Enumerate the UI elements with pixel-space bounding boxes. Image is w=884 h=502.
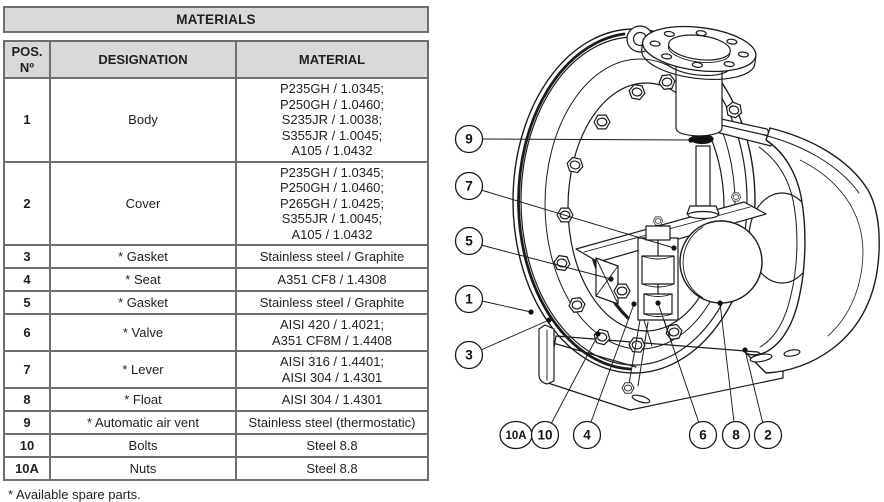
- mounting-bracket-leg: [538, 324, 651, 404]
- leader-lines: [480, 137, 764, 425]
- designation-cell: * Automatic air vent: [49, 410, 237, 435]
- material-cell: Steel 8.8: [235, 456, 429, 481]
- callout-8: 8: [721, 420, 751, 450]
- pos-cell: 1: [3, 77, 51, 163]
- table-header-row: POS. Nº DESIGNATION MATERIAL: [3, 40, 429, 79]
- callout-3: 3: [454, 340, 484, 370]
- callout-10A: 10A: [499, 420, 533, 450]
- table-row: 10A Nuts Steel 8.8: [3, 456, 429, 481]
- material-cell: AISI 304 / 1.4301: [235, 387, 429, 412]
- designation-cell: * Float: [49, 387, 237, 412]
- material-cell: AISI 420 / 1.4021; A351 CF8M / 1.4408: [235, 313, 429, 352]
- callout-9: 9: [454, 124, 484, 154]
- flange-bolt-holes: [649, 30, 749, 68]
- table-row: 2 Cover P235GH / 1.0345; P250GH / 1.0460…: [3, 160, 429, 246]
- table-row: 1 Body P235GH / 1.0345; P250GH / 1.0460;…: [3, 77, 429, 163]
- svg-text:2: 2: [764, 428, 772, 443]
- svg-text:5: 5: [465, 234, 473, 249]
- designation-cell: * Gasket: [49, 244, 237, 269]
- svg-text:1: 1: [465, 292, 473, 307]
- inlet-flange: [641, 25, 757, 80]
- table-row: 10 Bolts Steel 8.8: [3, 433, 429, 458]
- svg-text:10A: 10A: [505, 430, 526, 442]
- material-cell: Stainless steel / Graphite: [235, 290, 429, 315]
- svg-text:7: 7: [465, 179, 473, 194]
- designation-cell: Bolts: [49, 433, 237, 458]
- bracket-foot-pads: [749, 349, 801, 363]
- designation-cell: * Seat: [49, 267, 237, 292]
- svg-text:8: 8: [732, 428, 740, 443]
- material-cell: Steel 8.8: [235, 433, 429, 458]
- table-row: 6 * Valve AISI 420 / 1.4021; A351 CF8M /…: [3, 313, 429, 352]
- table-row: 7 * Lever AISI 316 / 1.4401; AISI 304 / …: [3, 350, 429, 389]
- air-vent-tube: [686, 145, 720, 220]
- pos-cell: 2: [3, 160, 51, 246]
- designation-cell: * Gasket: [49, 290, 237, 315]
- svg-text:9: 9: [465, 132, 473, 147]
- pos-cell: 6: [3, 313, 51, 352]
- pos-cell: 10: [3, 433, 51, 458]
- materials-table: POS. Nº DESIGNATION MATERIAL 1 Body P235…: [3, 40, 429, 481]
- callout-7: 7: [454, 171, 484, 201]
- designation-cell: Body: [49, 77, 237, 163]
- pos-cell: 4: [3, 267, 51, 292]
- table-row: 4 * Seat A351 CF8 / 1.4308: [3, 267, 429, 292]
- svg-text:10: 10: [537, 428, 552, 443]
- pos-cell: 3: [3, 244, 51, 269]
- pos-cell: 7: [3, 350, 51, 389]
- designation-cell: * Lever: [49, 350, 237, 389]
- callout-10: 10: [530, 420, 560, 450]
- float-ball: [679, 220, 763, 304]
- pos-cell: 8: [3, 387, 51, 412]
- material-cell: AISI 316 / 1.4401; AISI 304 / 1.4301: [235, 350, 429, 389]
- callout-6: 6: [688, 420, 718, 450]
- materials-title: MATERIALS: [3, 6, 429, 33]
- table-row: 9 * Automatic air vent Stainless steel (…: [3, 410, 429, 435]
- callout-1: 1: [454, 284, 484, 314]
- callout-2: 2: [753, 420, 783, 450]
- svg-text:4: 4: [583, 428, 591, 443]
- materials-panel: MATERIALS POS. Nº DESIGNATION MATERIAL 1…: [3, 6, 429, 502]
- material-cell: P235GH / 1.0345; P250GH / 1.0460; P265GH…: [235, 160, 429, 246]
- designation-cell: Cover: [49, 160, 237, 246]
- col-header-designation: DESIGNATION: [49, 40, 237, 79]
- material-cell: Stainless steel (thermostatic): [235, 410, 429, 435]
- callout-4: 4: [572, 420, 602, 450]
- pos-cell: 10A: [3, 456, 51, 481]
- material-cell: Stainless steel / Graphite: [235, 244, 429, 269]
- table-row: 3 * Gasket Stainless steel / Graphite: [3, 244, 429, 269]
- col-header-pos: POS. Nº: [3, 40, 51, 79]
- pos-cell: 5: [3, 290, 51, 315]
- body-shell: [743, 127, 880, 374]
- table-row: 5 * Gasket Stainless steel / Graphite: [3, 290, 429, 315]
- designation-cell: Nuts: [49, 456, 237, 481]
- callout-5: 5: [454, 226, 484, 256]
- flange-neck: [675, 61, 723, 137]
- svg-text:3: 3: [465, 348, 473, 363]
- table-row: 8 * Float AISI 304 / 1.4301: [3, 387, 429, 412]
- material-cell: P235GH / 1.0345; P250GH / 1.0460; S235JR…: [235, 77, 429, 163]
- material-cell: A351 CF8 / 1.4308: [235, 267, 429, 292]
- designation-cell: * Valve: [49, 313, 237, 352]
- col-header-material: MATERIAL: [235, 40, 429, 79]
- pos-cell: 9: [3, 410, 51, 435]
- svg-text:6: 6: [699, 428, 707, 443]
